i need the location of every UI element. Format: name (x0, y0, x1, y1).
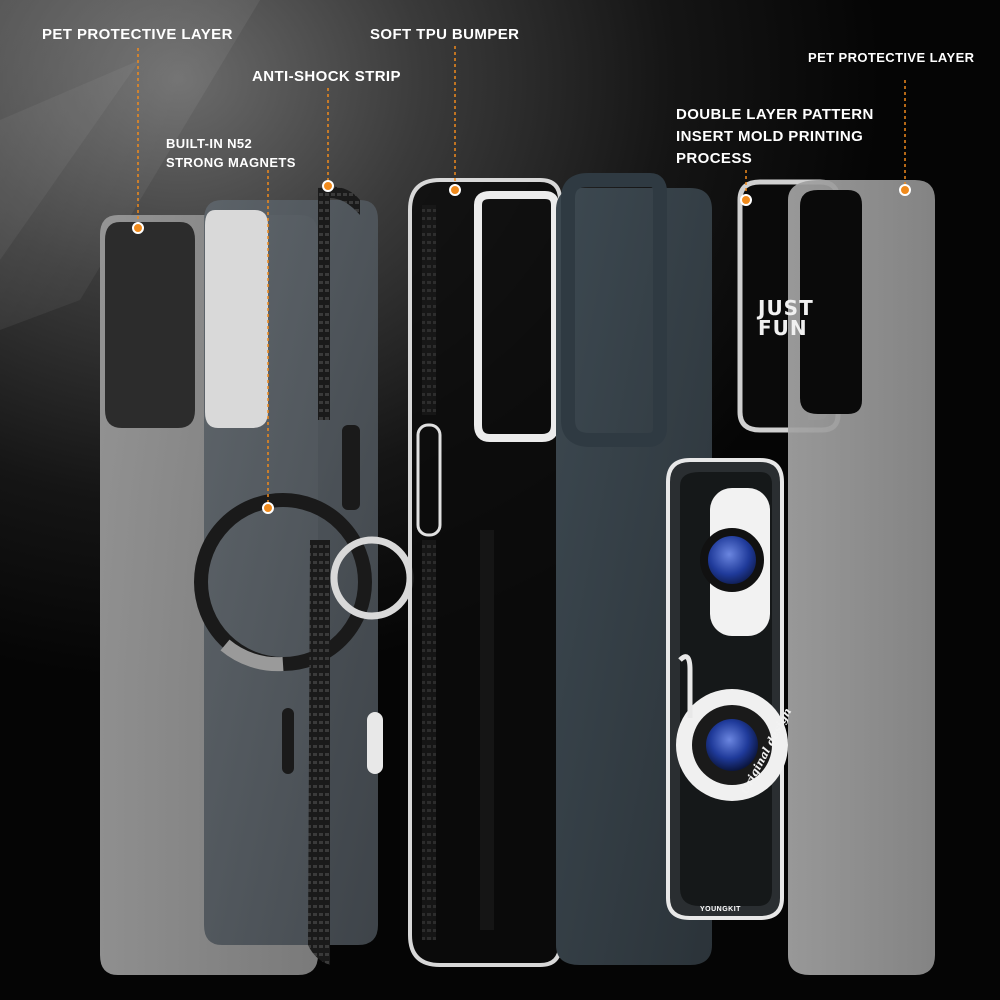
callout-pet-layer-right: PET PROTECTIVE LAYER (808, 50, 975, 65)
callout-magnets-line2: STRONG MAGNETS (166, 155, 296, 170)
callout-double-layer-line3: PROCESS (676, 150, 753, 167)
alignment-magnet (282, 708, 294, 774)
soft-tpu-bumper (408, 178, 562, 967)
leader-dots (132, 180, 911, 514)
just-fun-line1: JUST (758, 296, 814, 320)
anti-shock-strip (308, 186, 414, 965)
callout-pet-layer-left: PET PROTECTIVE LAYER (42, 26, 233, 43)
upper-lens (700, 528, 764, 592)
magnetic-back-plate (194, 200, 378, 945)
callout-soft-tpu-bumper: SOFT TPU BUMPER (370, 26, 520, 43)
light-beams (0, 0, 260, 330)
callout-double-layer-line1: DOUBLE LAYER PATTERN (676, 106, 874, 123)
callout-magnets: BUILT-IN N52 STRONG MAGNETS (166, 134, 296, 172)
lower-lens (706, 719, 758, 771)
twin-lens-camera-print (666, 458, 788, 920)
callout-magnets-line1: BUILT-IN N52 (166, 136, 253, 151)
callout-anti-shock-strip: ANTI-SHOCK STRIP (252, 68, 401, 85)
callout-double-layer-line2: INSERT MOLD PRINTING (676, 128, 864, 145)
just-fun-line2: FUN (758, 316, 808, 340)
pet-protective-layer-right (788, 180, 935, 975)
brand-logo: YOUNGKIT (700, 906, 741, 913)
just-fun-print: JUST FUN (758, 298, 814, 338)
callout-double-layer: DOUBLE LAYER PATTERN INSERT MOLD PRINTIN… (676, 104, 874, 170)
